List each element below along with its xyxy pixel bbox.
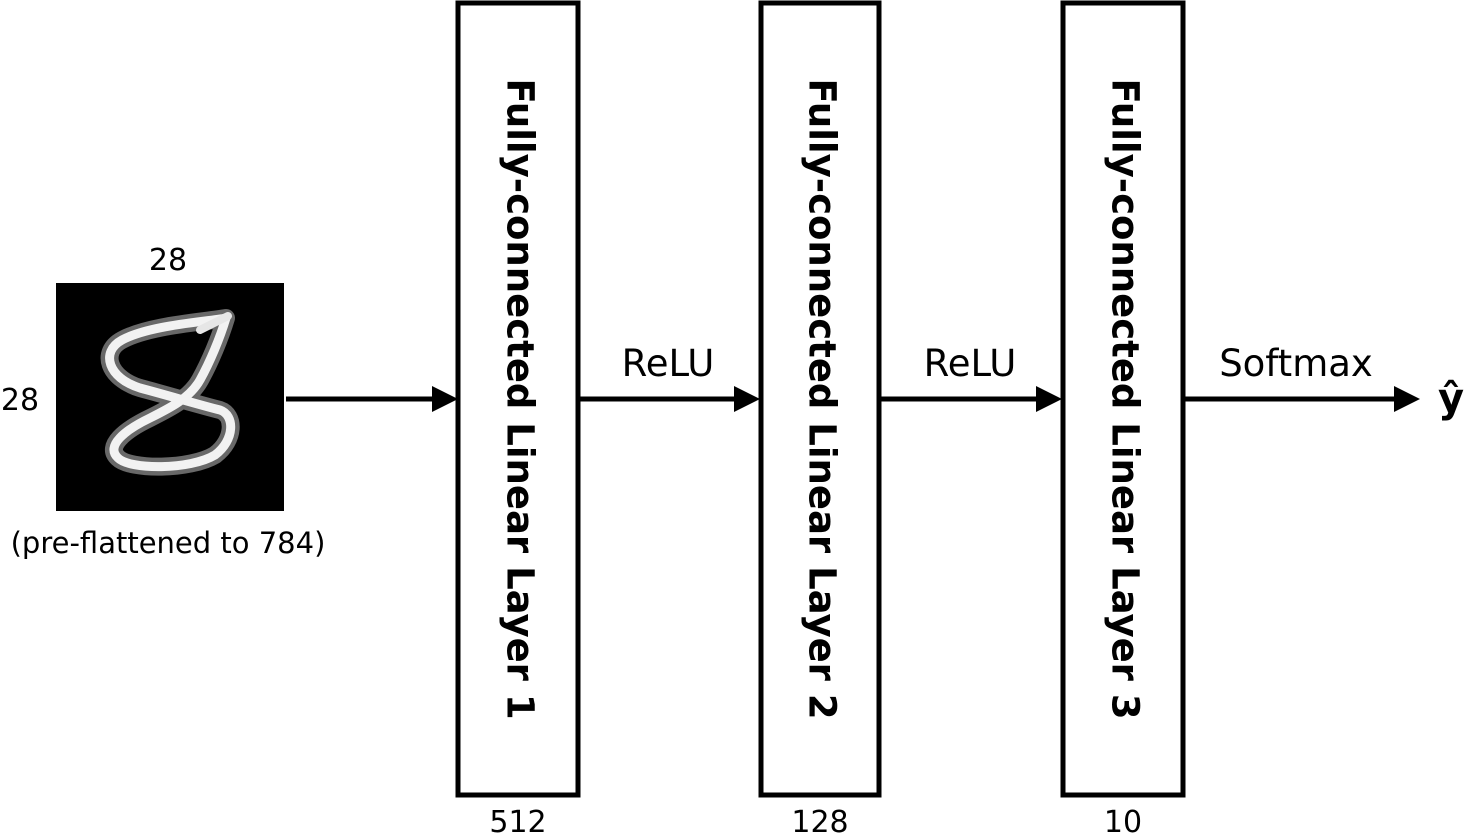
- arrowhead-3: [1394, 386, 1420, 412]
- layer-3-box: [1060, 0, 1186, 798]
- arrowhead-2: [1036, 386, 1062, 412]
- layer-1-label: Fully-connected Linear Layer 1: [499, 78, 542, 719]
- layer-1-size: 512: [489, 805, 546, 838]
- input-digit-image: [56, 283, 284, 511]
- arrowhead-input: [432, 386, 458, 412]
- layer-3-size: 10: [1104, 805, 1142, 838]
- input-width-label: 28: [149, 243, 187, 278]
- activation-2-label: ReLU: [924, 342, 1017, 385]
- layer-2-size: 128: [791, 805, 848, 838]
- layer-2-label: Fully-connected Linear Layer 2: [801, 78, 844, 719]
- layer-3-label: Fully-connected Linear Layer 3: [1104, 78, 1147, 719]
- layer-2-box: [758, 0, 882, 798]
- output-label: ŷ: [1438, 376, 1464, 422]
- input-caption: (pre-flattened to 784): [11, 526, 326, 560]
- layer-1-box: [455, 0, 581, 798]
- activation-1-label: ReLU: [622, 342, 715, 385]
- activation-3-label: Softmax: [1219, 342, 1373, 385]
- arrowhead-1: [734, 386, 760, 412]
- input-height-label: 28: [1, 383, 39, 418]
